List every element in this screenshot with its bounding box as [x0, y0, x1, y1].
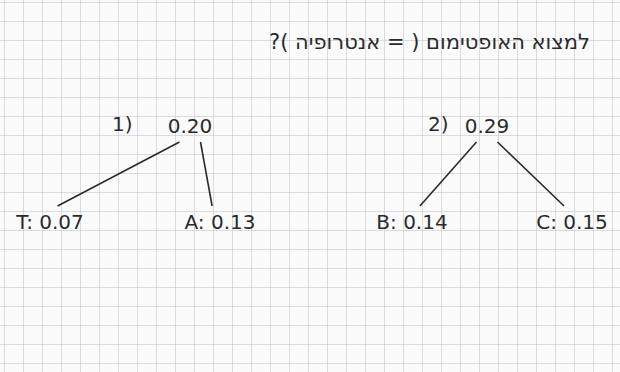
tree-node: 0.29 [461, 112, 514, 140]
tree-branch [498, 142, 565, 206]
item-number: 2) [428, 112, 449, 136]
probability-value: B: 0.14 [376, 210, 447, 234]
probability-value: A: 0.13 [185, 210, 256, 234]
tree-node: T: 0.07 [12, 208, 88, 236]
tree-node: A: 0.13 [181, 208, 260, 236]
tree-node: B: 0.14 [372, 208, 451, 236]
item-number: 1) [112, 112, 133, 136]
tree-node: 0.20 [164, 112, 217, 140]
probability-value: 0.29 [465, 114, 510, 138]
probability-value: C: 0.15 [536, 210, 608, 234]
probability-value: T: 0.07 [16, 210, 84, 234]
probability-value: 0.20 [168, 114, 213, 138]
tree-branch [420, 142, 477, 206]
tree-branch [58, 142, 180, 206]
tree-branch [201, 142, 213, 206]
tree-node: C: 0.15 [532, 208, 612, 236]
question-heading: למצוא האופטימום ( = אנטרופיה )? [269, 30, 590, 54]
